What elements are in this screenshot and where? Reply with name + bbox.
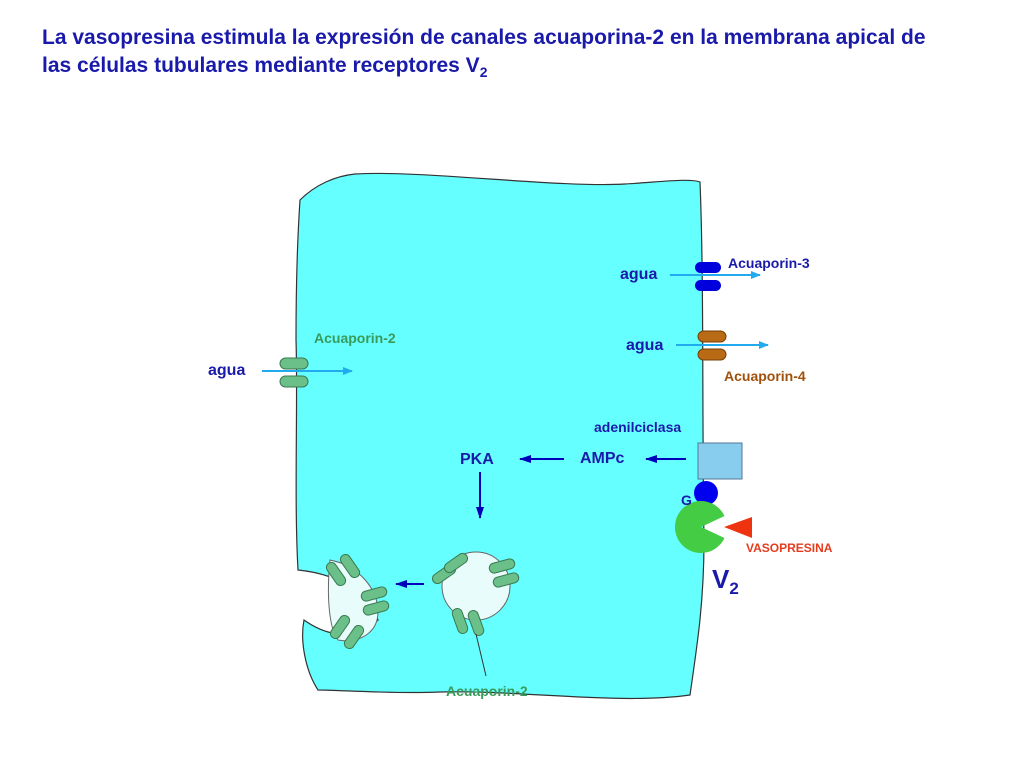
diagram-title: La vasopresina estimula la expresión de … (42, 24, 942, 86)
label-acuaporin2-bottom: Acuaporin-2 (446, 683, 528, 699)
v2-receptor (674, 501, 725, 553)
label-agua-aq3: agua (620, 266, 658, 283)
adenylcyclase-box (697, 442, 743, 480)
label-acuaporin4: Acuaporin-4 (724, 368, 806, 384)
label-adenilciclasa: adenilciclasa (594, 419, 682, 435)
label-agua-aq4: agua (626, 337, 664, 354)
aquaporin3-upper (695, 262, 721, 273)
label-agua-apical: agua (208, 362, 246, 379)
label-ampc: AMPc (580, 450, 625, 467)
label-v2-receptor: V2 (712, 564, 739, 599)
aquaporin2-membrane-upper (279, 357, 309, 370)
label-acuaporin2-top: Acuaporin-2 (314, 330, 396, 346)
vesicle-aquaporins (431, 552, 520, 637)
aquaporin3-lower (695, 280, 721, 291)
aquaporin4-upper (697, 330, 727, 343)
v2-main: V (712, 564, 730, 594)
aquaporin2-membrane-lower (279, 375, 309, 388)
label-acuaporin3: Acuaporin-3 (728, 255, 810, 271)
label-pka: PKA (460, 451, 494, 468)
v2-subscript: 2 (729, 579, 739, 599)
acuaporin2-pointer (475, 633, 487, 677)
g-protein (694, 481, 718, 505)
label-vasopresina: VASOPRESINA (746, 541, 833, 555)
label-g-protein: G (681, 492, 692, 508)
fused-aquaporins (325, 553, 390, 650)
title-subscript: 2 (479, 64, 488, 81)
tubular-cell (295, 172, 705, 700)
title-text: La vasopresina estimula la expresión de … (42, 26, 926, 77)
aquaporin4-lower (697, 348, 727, 361)
vasopressin-molecule (724, 517, 752, 538)
